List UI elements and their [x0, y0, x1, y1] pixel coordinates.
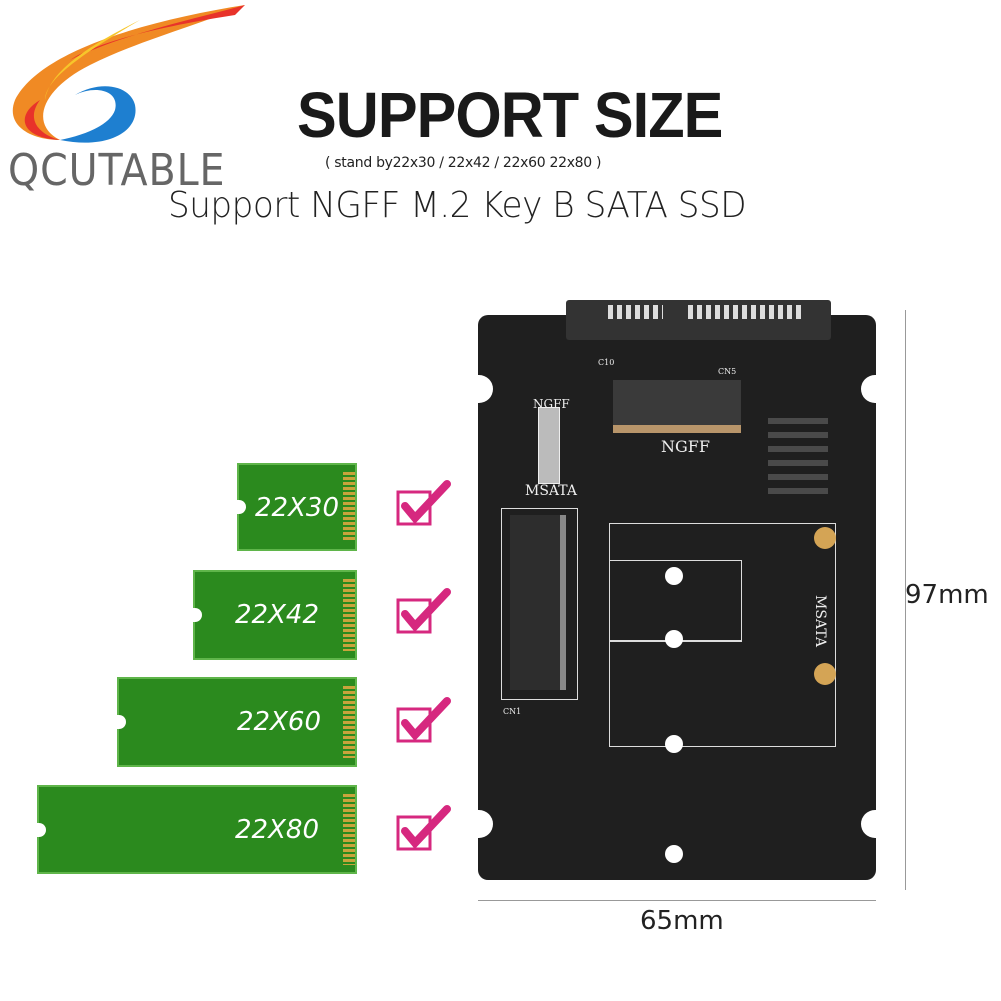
standoff	[814, 663, 836, 685]
cn1-label: CN1	[503, 707, 522, 716]
size-label: 22X80	[235, 815, 319, 845]
mount-hole	[665, 630, 683, 648]
ssd-22x42: 22X42	[193, 570, 357, 660]
width-dimension-line	[478, 900, 876, 901]
mount-hole	[665, 845, 683, 863]
mount-notch	[861, 375, 885, 403]
tagline: Support NGFF M.2 Key B SATA SSD	[168, 185, 747, 226]
gold-pins	[343, 685, 355, 759]
height-dimension-line	[905, 310, 906, 890]
ssd-22x80: 22X80	[37, 785, 357, 874]
mount-notch	[861, 810, 885, 838]
c10-label: C10	[598, 358, 615, 367]
width-dimension: 65mm	[640, 906, 724, 936]
checkmark-icon	[396, 588, 451, 634]
size-label: 22X60	[237, 707, 321, 737]
cn5-label: CN5	[718, 367, 737, 376]
page-title: SUPPORT SIZE	[297, 79, 723, 151]
sata-pins	[608, 305, 663, 319]
checkmark-icon	[396, 697, 451, 743]
mount-notch	[469, 810, 493, 838]
mount-hole	[665, 735, 683, 753]
checkmark-icon	[396, 480, 451, 526]
mount-notch	[469, 375, 493, 403]
mount-hole	[665, 567, 683, 585]
size-label: 22X30	[255, 493, 339, 523]
mode-switch[interactable]	[538, 407, 560, 484]
ssd-22x30: 22X30	[237, 463, 357, 551]
msata-connector	[510, 515, 566, 690]
checkmark-icon	[396, 805, 451, 851]
components	[768, 410, 828, 495]
adapter-board: CN5 C10 NGFF NGFF MSATA CN1 MSATA	[469, 300, 885, 880]
gold-pins	[343, 793, 355, 866]
ngff-connector	[613, 380, 741, 433]
msata-slot-outline	[501, 508, 578, 700]
size-label: 22X42	[235, 600, 319, 630]
subtitle: ( stand by22x30 / 22x42 / 22x60 22x80 )	[325, 155, 602, 171]
switch-msata-label: MSATA	[525, 483, 577, 499]
stick-notch	[117, 715, 126, 729]
ssd-bay-outline	[609, 523, 836, 747]
ssd-22x60: 22X60	[117, 677, 357, 767]
sata-pins	[688, 305, 803, 319]
ngff-label: NGFF	[661, 437, 710, 456]
standoff	[814, 527, 836, 549]
stick-notch	[237, 500, 246, 514]
stick-notch	[193, 608, 202, 622]
brand-name: QCUTABLE	[8, 145, 226, 196]
switch-ngff-label: NGFF	[533, 397, 570, 411]
stick-notch	[37, 822, 46, 837]
brand-logo	[12, 5, 245, 143]
gold-pins	[343, 471, 355, 543]
msata-slot-label: MSATA	[812, 595, 828, 647]
height-dimension: 97mm	[905, 580, 989, 610]
gold-pins	[343, 578, 355, 652]
